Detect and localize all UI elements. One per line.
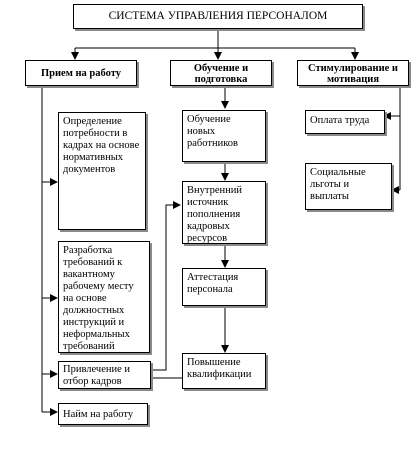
training-item-attestation: Аттестация персонала: [182, 268, 266, 306]
hiring-item-recruitment: Привлечение и отбор кадров: [58, 361, 151, 389]
hiring-item-employment: Найм на работу: [58, 403, 148, 425]
heading-hiring: Прием на работу: [25, 60, 137, 86]
motivation-item-pay: Оплата труда: [305, 110, 385, 134]
motivation-item-pay-text: Оплата труда: [310, 115, 370, 126]
training-item-qualification: Повышение квалификации: [182, 353, 266, 389]
hiring-item-requirements: Разработка требований к вакантному рабоч…: [58, 241, 150, 353]
motivation-item-benefits-text: Социальные льготы и выплаты: [310, 167, 366, 202]
heading-training-text: Обучение и подготовка: [193, 63, 249, 85]
hiring-item-requirements-text: Разработка требований к вакантному рабоч…: [63, 245, 134, 352]
diagram-title-text: СИСТЕМА УПРАВЛЕНИЯ ПЕРСОНАЛОМ: [108, 10, 328, 22]
training-item-new-workers-text: Обучение новых работников: [187, 114, 238, 149]
hiring-item-recruitment-text: Привлечение и отбор кадров: [63, 364, 130, 387]
heading-hiring-text: Прием на работу: [40, 68, 121, 79]
heading-training: Обучение и подготовка: [170, 60, 272, 86]
hiring-item-needs-text: Определение потребности в кадрах на осно…: [63, 116, 140, 175]
training-item-new-workers: Обучение новых работников: [182, 110, 266, 162]
training-item-internal-source-text: Внутренний источник пополнения кадровых …: [187, 185, 242, 244]
hiring-item-needs: Определение потребности в кадрах на осно…: [58, 112, 146, 230]
training-item-internal-source: Внутренний источник пополнения кадровых …: [182, 181, 266, 244]
heading-motivation: Стимулирование и мотивация: [297, 60, 409, 86]
training-item-qualification-text: Повышение квалификации: [187, 357, 252, 380]
motivation-item-benefits: Социальные льготы и выплаты: [305, 163, 392, 210]
hiring-item-employment-text: Найм на работу: [63, 409, 134, 420]
diagram-title: СИСТЕМА УПРАВЛЕНИЯ ПЕРСОНАЛОМ: [73, 4, 363, 29]
heading-motivation-text: Стимулирование и мотивация: [308, 63, 398, 85]
training-item-attestation-text: Аттестация персонала: [187, 272, 239, 295]
